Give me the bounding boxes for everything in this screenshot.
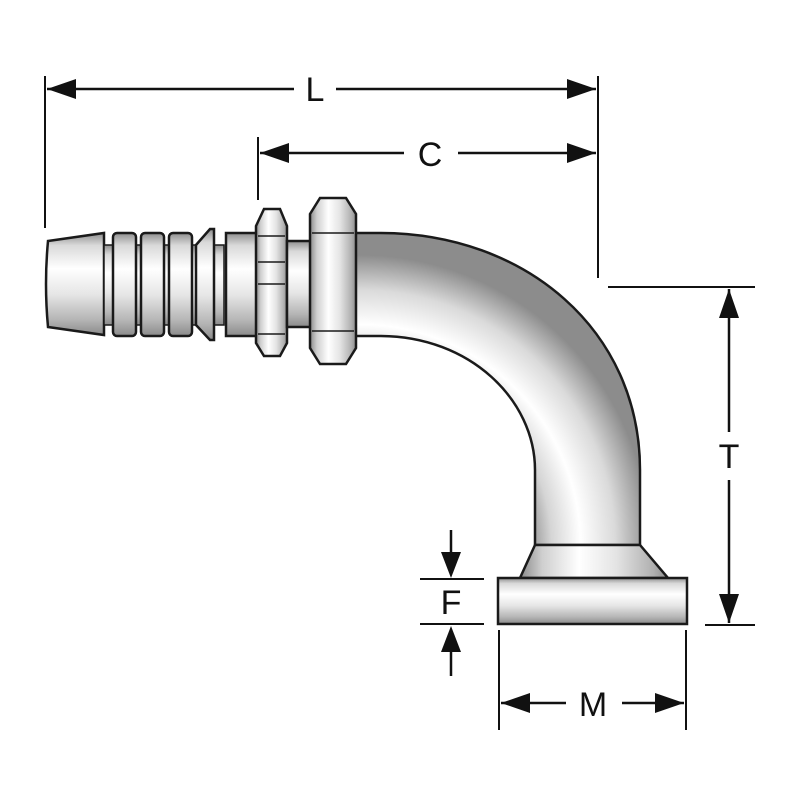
hose-stem-tip — [44, 231, 106, 337]
dimension-m: M — [498, 630, 687, 730]
dimension-label-f: F — [441, 584, 462, 622]
stem-barb — [111, 231, 138, 338]
stem-neck — [224, 231, 260, 338]
flange-disc — [496, 576, 689, 626]
flange-collar — [518, 543, 671, 580]
large-collar — [308, 196, 358, 366]
dimension-t: T — [608, 286, 755, 626]
dimension-label-c: C — [418, 136, 443, 174]
dimension-label-t: T — [719, 438, 740, 476]
dimension-f: F — [420, 530, 484, 676]
stem-barb — [167, 231, 194, 338]
fitting-body — [44, 196, 689, 626]
stem-barb-tapered — [194, 227, 216, 342]
nut-connector — [285, 239, 314, 329]
small-nut — [254, 207, 289, 358]
dimension-label-l: L — [306, 71, 325, 109]
dimension-c: C — [257, 136, 596, 200]
dimension-label-m: M — [579, 686, 607, 724]
dimension-l: L — [44, 71, 599, 278]
elbow-bend — [353, 231, 642, 547]
stem-barb — [139, 231, 166, 338]
